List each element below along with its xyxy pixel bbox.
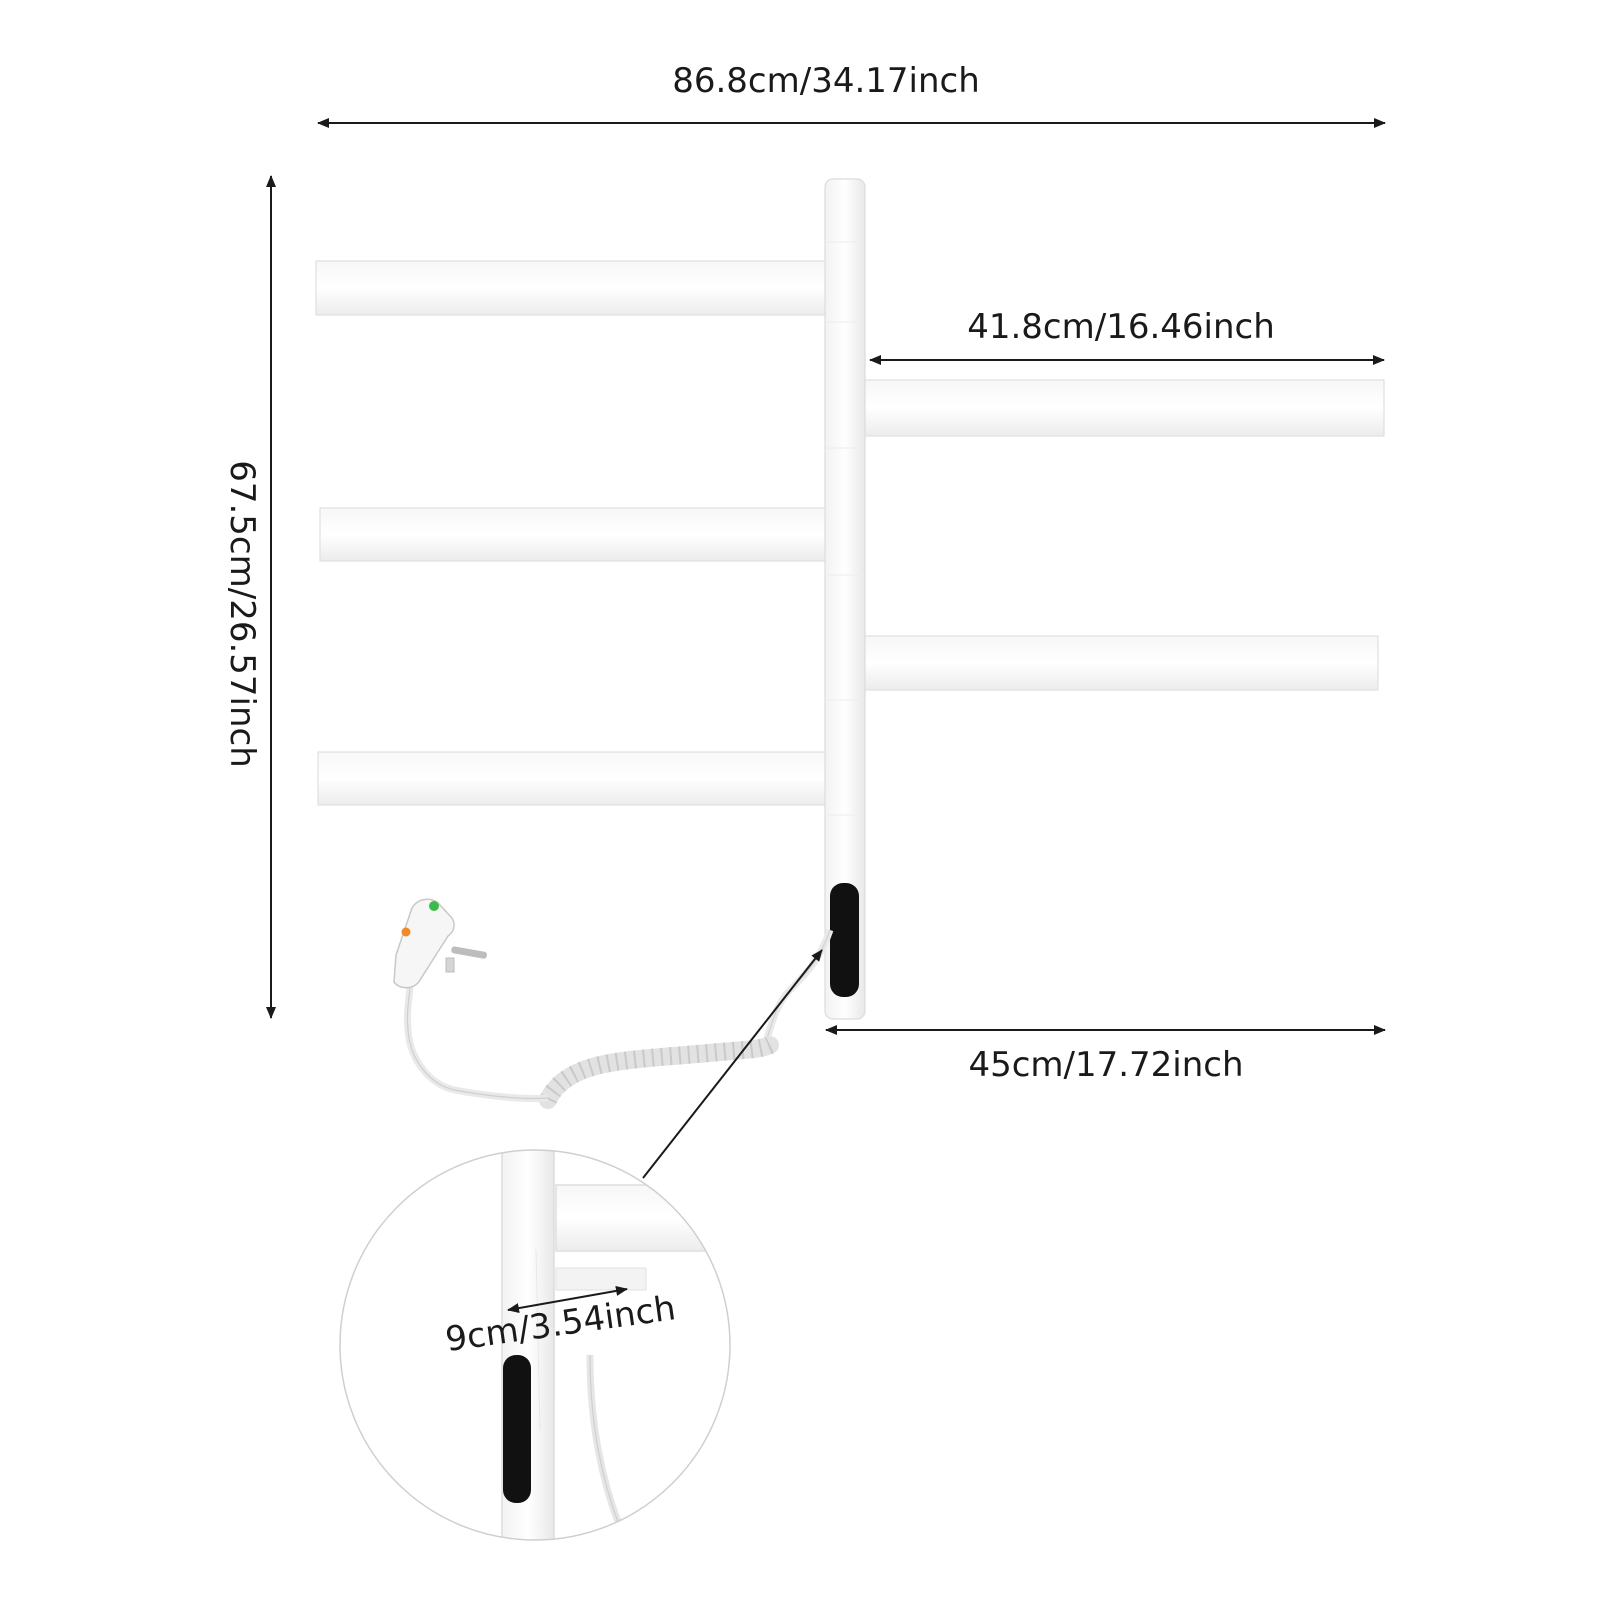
control-panel <box>830 883 859 997</box>
right-bar-length-label: 41.8cm/16.46inch <box>967 307 1275 347</box>
total-width-label: 86.8cm/34.17inch <box>672 61 980 101</box>
detail-control-panel <box>503 1355 531 1503</box>
vertical-post <box>824 178 866 1020</box>
detail-spacing-line <box>507 1285 628 1314</box>
right-bar-1 <box>863 379 1385 437</box>
detail-view: 9cm/3.54inch <box>339 949 823 1541</box>
bottom-width-label: 45cm/17.72inch <box>968 1045 1243 1085</box>
dimension-lines: 86.8cm/34.17inch 67.5cm/26.57inch 41.8cm… <box>222 61 1386 1085</box>
height-label: 67.5cm/26.57inch <box>222 460 262 768</box>
plug-indicator-green <box>429 901 439 911</box>
right-bar-2 <box>863 635 1379 691</box>
coiled-cord <box>539 1036 779 1109</box>
plug-indicator-orange <box>401 927 411 937</box>
left-bar-3 <box>317 751 830 806</box>
power-cord <box>393 898 834 1109</box>
towel-bars <box>315 260 1385 806</box>
plug <box>393 898 487 989</box>
detail-pointer-line <box>642 949 823 1179</box>
left-bar-1 <box>315 260 830 316</box>
left-bar-2 <box>319 507 830 562</box>
